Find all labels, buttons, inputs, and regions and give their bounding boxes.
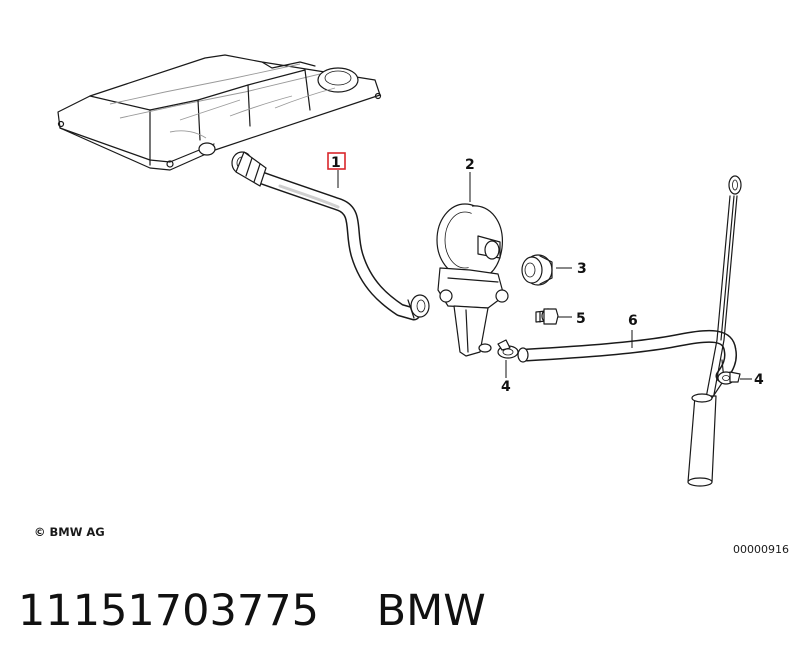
- callout-6[interactable]: 6: [628, 313, 638, 329]
- pressure-control-valve-part-2: [436, 203, 509, 357]
- callout-2[interactable]: 2: [465, 157, 475, 173]
- callout-1[interactable]: 1: [331, 155, 341, 171]
- vent-hose-part-1: [231, 151, 430, 321]
- copyright-notice: © BMW AG: [34, 525, 105, 539]
- hose-clamp-part-4-right: [717, 371, 741, 385]
- part-caption: 11151703775 BMW: [18, 586, 486, 636]
- drain-hose-part-6: [517, 329, 737, 383]
- callout-1-highlight: [327, 152, 346, 170]
- callout-4-right[interactable]: 4: [754, 372, 764, 388]
- bolt-part-5: [535, 308, 559, 325]
- grommet-part-3: [521, 254, 553, 286]
- callout-4-left[interactable]: 4: [501, 379, 511, 395]
- hose-clamp-part-4-left: [497, 339, 519, 359]
- dipstick-tube: [687, 175, 742, 487]
- part-brand: BMW: [376, 586, 486, 636]
- callout-3[interactable]: 3: [577, 261, 587, 277]
- callout-5[interactable]: 5: [576, 311, 586, 327]
- leader-lines: [337, 170, 752, 380]
- diagram-code: 00000916: [733, 543, 789, 556]
- valve-cover: [57, 54, 382, 171]
- part-number: 11151703775: [18, 586, 319, 636]
